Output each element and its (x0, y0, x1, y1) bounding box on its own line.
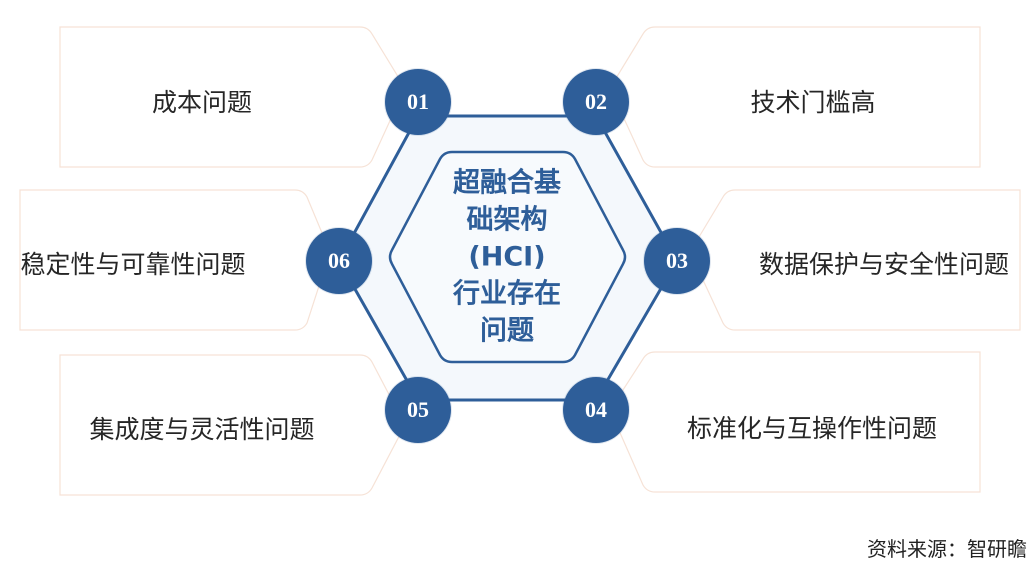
panel-02 (609, 26, 981, 168)
panel-04 (609, 351, 981, 493)
panel-05 (59, 354, 406, 496)
badge-04: 04 (563, 377, 629, 443)
center-title-line: (HCI) (468, 241, 546, 273)
label-02: 技术门槛高 (750, 88, 876, 117)
badge-06: 06 (306, 228, 372, 294)
panel-03 (689, 189, 1021, 331)
badge-02: 02 (563, 69, 629, 135)
center-title-line: 础架构 (466, 204, 548, 236)
badge-01: 01 (385, 69, 451, 135)
label-06: 稳定性与可靠性问题 (20, 250, 246, 279)
label-01: 成本问题 (151, 88, 253, 117)
center-title-line: 问题 (480, 315, 534, 347)
label-panels (19, 26, 1021, 496)
center-title-line: 超融合基 (453, 167, 561, 199)
badge-03: 03 (644, 228, 710, 294)
label-03: 数据保护与安全性问题 (758, 250, 1010, 279)
badge-05: 05 (385, 377, 451, 443)
label-05: 集成度与灵活性问题 (89, 415, 315, 444)
label-04: 标准化与互操作性问题 (686, 414, 938, 443)
inner-hexagon (388, 150, 627, 364)
source-note: 资料来源：智研瞻 (867, 537, 1027, 561)
center-title: 超融合基 础架构 (HCI) 行业存在 问题 (437, 165, 577, 350)
panel-01 (59, 26, 406, 168)
center-title-line: 行业存在 (453, 278, 561, 310)
